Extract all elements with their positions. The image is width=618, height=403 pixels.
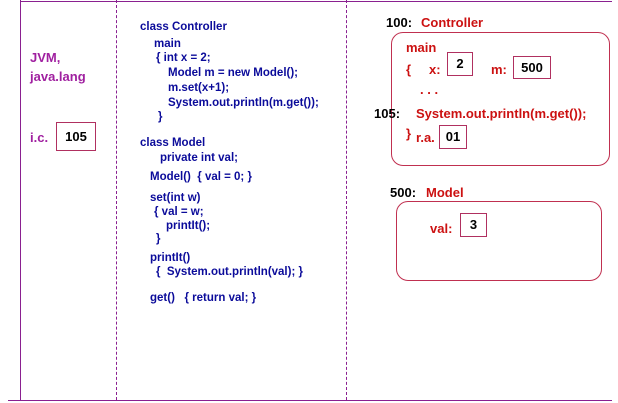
controller-object-address: 100: <box>386 15 413 30</box>
model-object-name: Model <box>426 185 464 200</box>
left-divider-solid <box>20 0 21 400</box>
return-address-value: 01 <box>439 125 467 149</box>
instruction-counter-value: 105 <box>56 122 96 151</box>
center-divider-dashed <box>116 0 117 400</box>
source-set-call: printIt(); <box>166 220 211 232</box>
source-printit-signature: printIt() <box>150 252 191 264</box>
right-divider-dashed <box>346 0 347 400</box>
source-main-line1: Model m = new Model(); <box>168 67 299 79</box>
source-model-constructor: Model() { val = 0; } <box>150 171 252 183</box>
controller-object-name: Controller <box>421 15 484 30</box>
instruction-counter-label: i.c. <box>30 130 49 145</box>
source-printit-body: { System.out.println(val); } <box>156 266 303 278</box>
field-val-value: 3 <box>460 213 487 237</box>
local-m-value: 500 <box>513 56 551 79</box>
source-controller-class: class Controller <box>140 21 227 33</box>
jvm-label-line1: JVM, <box>30 50 61 65</box>
jvm-label-line2: java.lang <box>30 69 86 84</box>
source-main-open: { int x = 2; <box>156 52 211 64</box>
local-x-value: 2 <box>447 52 473 76</box>
model-object-frame <box>396 201 602 281</box>
top-border-line <box>20 1 612 2</box>
model-object-address: 500: <box>390 185 417 200</box>
source-main-line3: System.out.println(m.get()); <box>168 97 319 109</box>
source-model-field: private int val; <box>160 152 238 164</box>
local-x-label: x: <box>429 62 441 77</box>
source-get-method: get() { return val; } <box>150 292 257 304</box>
current-line-code: System.out.println(m.get()); <box>416 106 587 121</box>
bottom-border-line <box>8 400 612 401</box>
source-main-label: main <box>154 38 181 50</box>
return-address-label: r.a. <box>416 130 435 145</box>
frame-open-brace: { <box>406 62 412 77</box>
source-main-close: } <box>158 111 163 123</box>
source-set-signature: set(int w) <box>150 192 201 204</box>
source-main-line2: m.set(x+1); <box>168 82 230 94</box>
frame-ellipsis: . . . <box>420 82 439 97</box>
local-m-label: m: <box>491 62 507 77</box>
source-model-class: class Model <box>140 137 206 149</box>
controller-main-frame <box>391 32 610 166</box>
current-line-address: 105: <box>374 106 401 121</box>
frame-close-brace: } <box>406 126 412 141</box>
frame-method-name: main <box>406 40 437 55</box>
source-set-open: { val = w; <box>154 206 204 218</box>
field-val-label: val: <box>430 221 453 236</box>
source-set-close: } <box>156 233 161 245</box>
